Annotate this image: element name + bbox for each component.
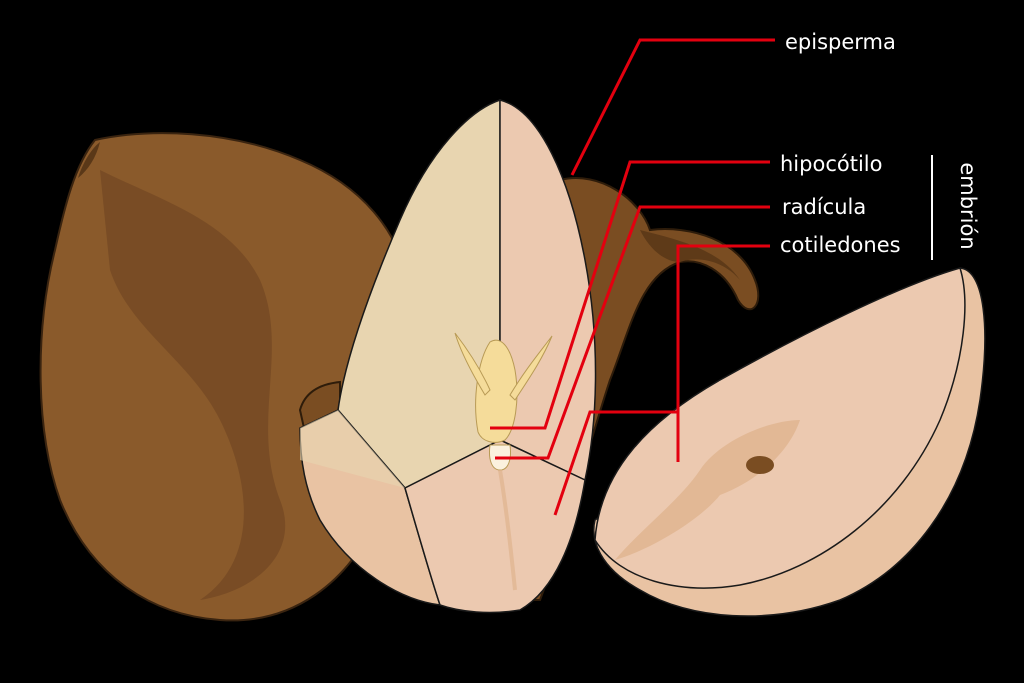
label-radicula: radícula [782, 195, 867, 219]
label-cotiledones: cotiledones [780, 233, 901, 257]
label-hipocotilo: hipocótilo [780, 152, 883, 176]
embryo-cavity [615, 420, 800, 560]
embryo-leaf-left [454, 332, 491, 396]
label-embrion: embrión [956, 162, 980, 250]
leader-cotiledones [676, 244, 770, 462]
cotyledon-left-face [337, 98, 501, 489]
leader-cotiledones-branch [553, 410, 678, 516]
seed-coat-flap-inner [640, 230, 740, 280]
split-seed [299, 98, 597, 614]
cotyledon-top-face [300, 410, 405, 488]
radicle-channel [498, 469, 517, 591]
leader-lines [490, 38, 775, 516]
separated-cotyledon [593, 267, 986, 617]
embryo-cavity-center [746, 456, 774, 474]
leader-radicula [495, 205, 770, 460]
cotyledon-right-bottom [404, 439, 586, 614]
whole-seed-texture [100, 170, 286, 600]
label-episperma: episperma [785, 30, 896, 54]
leader-hipocotilo [490, 160, 770, 430]
whole-seed-tip [78, 142, 100, 178]
leader-episperma [570, 38, 775, 176]
embryo-leaf-right [509, 335, 553, 401]
